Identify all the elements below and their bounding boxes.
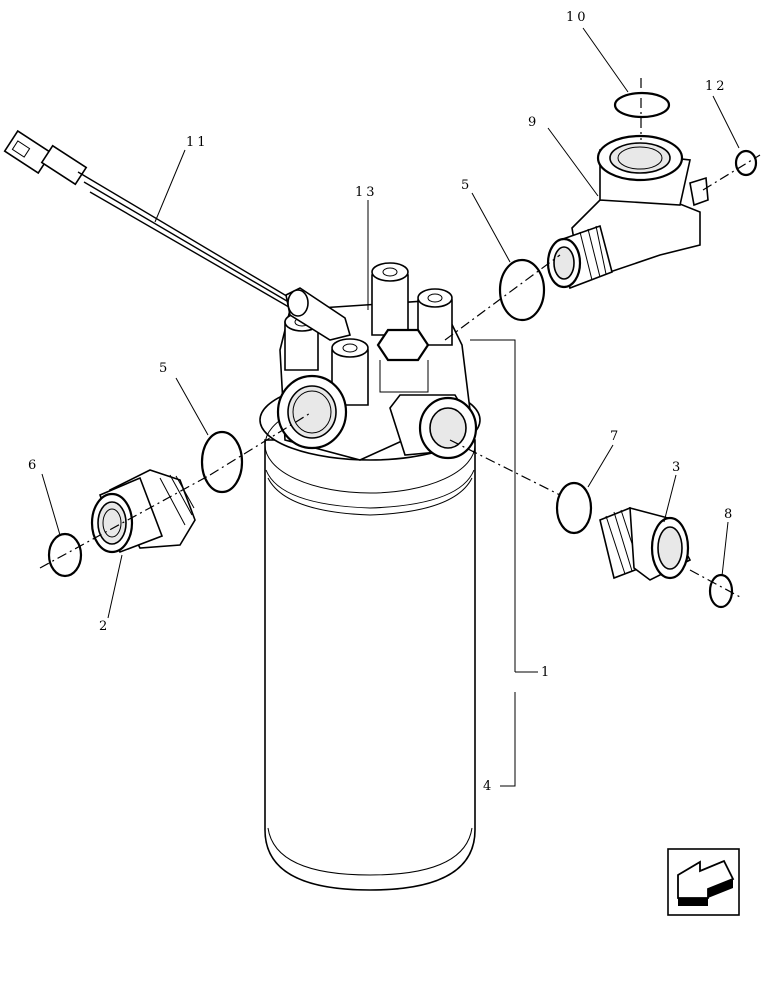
left-fitting [90, 469, 196, 554]
part-labels: 1 2 3 4 5 5 6 7 8 9 10 11 12 13 [28, 10, 735, 794]
label-6: 6 [28, 458, 39, 473]
label-5-upper: 5 [461, 178, 472, 193]
leader-lines [41, 27, 740, 787]
label-7: 7 [610, 429, 621, 444]
right-fitting [599, 506, 692, 581]
label-13: 13 [355, 185, 378, 200]
sensor-harness [3, 129, 352, 341]
label-1: 1 [541, 665, 552, 680]
label-3: 3 [672, 460, 683, 475]
label-8: 8 [724, 507, 735, 522]
label-2: 2 [99, 619, 110, 634]
label-10: 10 [566, 10, 589, 25]
o-rings [47, 91, 758, 609]
label-9: 9 [528, 115, 539, 130]
label-12: 12 [705, 79, 728, 94]
elbow-fitting [546, 134, 709, 290]
label-11: 11 [186, 135, 209, 150]
filter-head [276, 262, 478, 461]
center-lines [39, 78, 761, 599]
back-arrow-icon[interactable] [667, 848, 740, 916]
label-5-lower: 5 [159, 361, 170, 376]
label-4: 4 [483, 779, 494, 794]
